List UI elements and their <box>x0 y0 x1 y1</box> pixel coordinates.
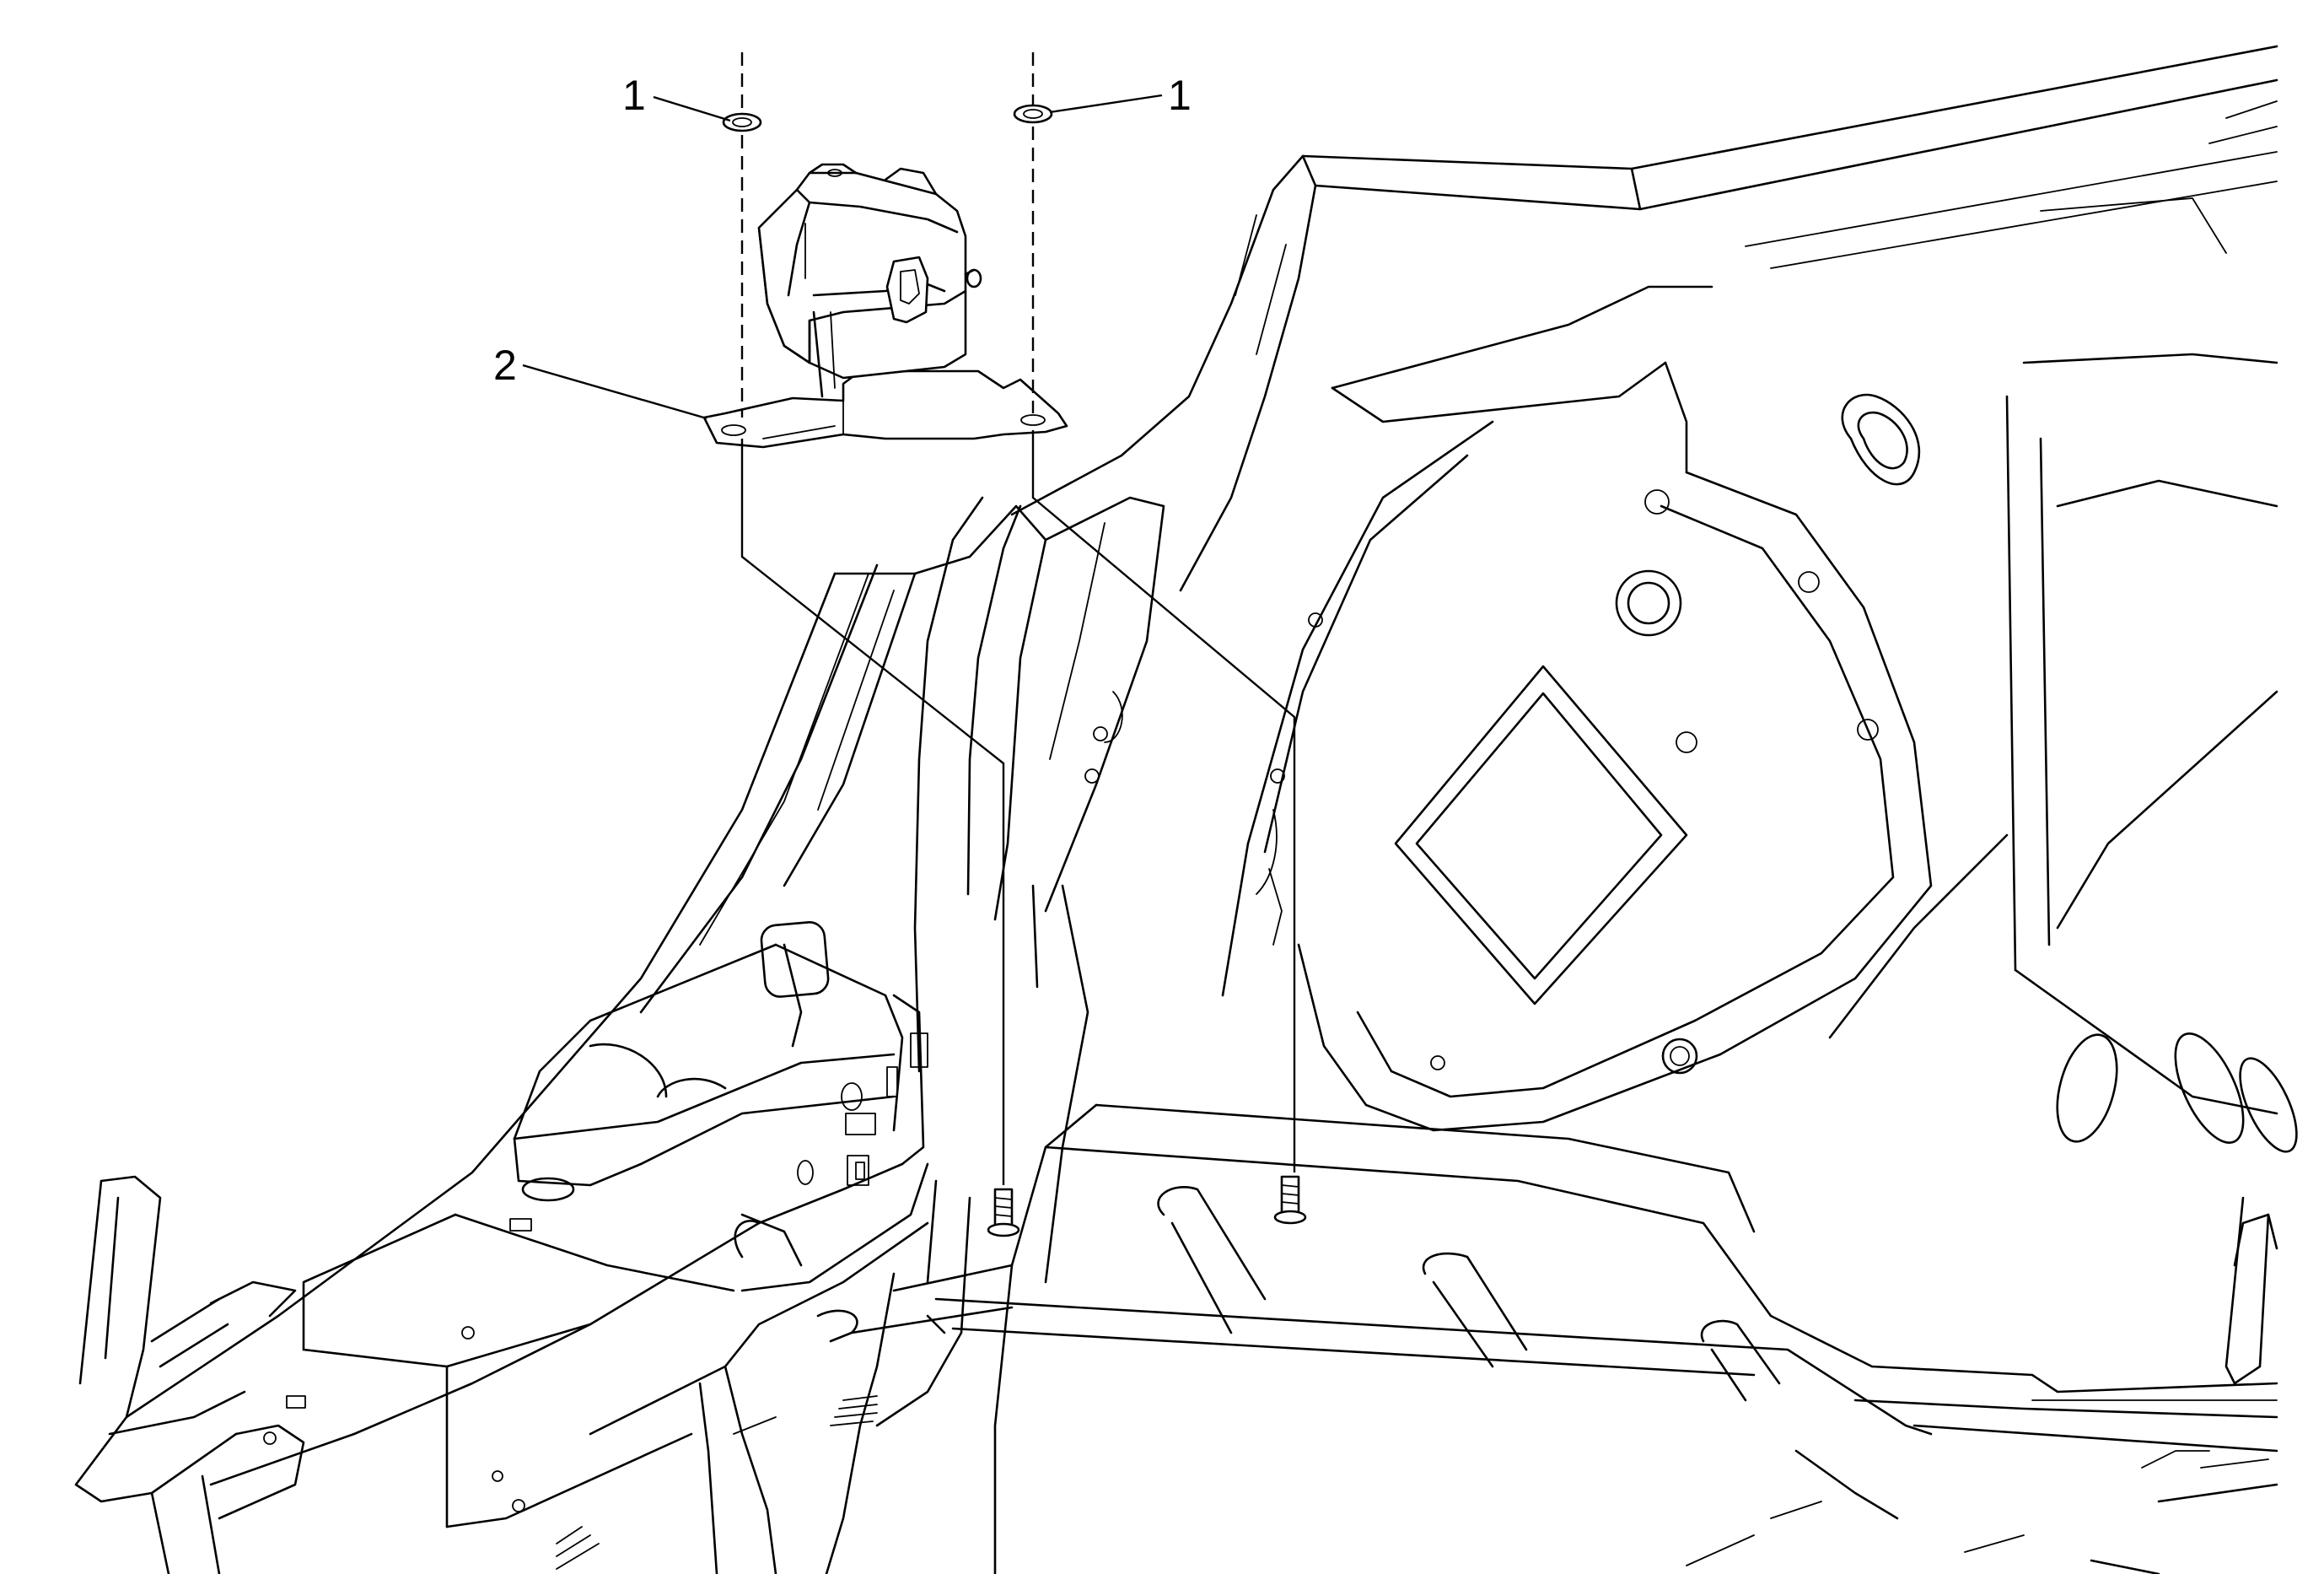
washer-left <box>722 112 762 132</box>
washer-right <box>1013 104 1053 124</box>
callout-2: 2 <box>493 342 707 420</box>
callout-1-left: 1 <box>622 72 731 122</box>
stud-left <box>987 1188 1020 1237</box>
callout-number: 1 <box>1168 72 1192 119</box>
vehicle-body-structure <box>74 45 2298 1574</box>
callout-number: 2 <box>493 342 517 389</box>
module-bracket <box>702 163 1068 449</box>
stud-right <box>1273 1175 1307 1225</box>
alignment-lines <box>740 52 1296 1185</box>
callout-1-right: 1 <box>1049 72 1192 119</box>
callout-number: 1 <box>622 72 646 119</box>
